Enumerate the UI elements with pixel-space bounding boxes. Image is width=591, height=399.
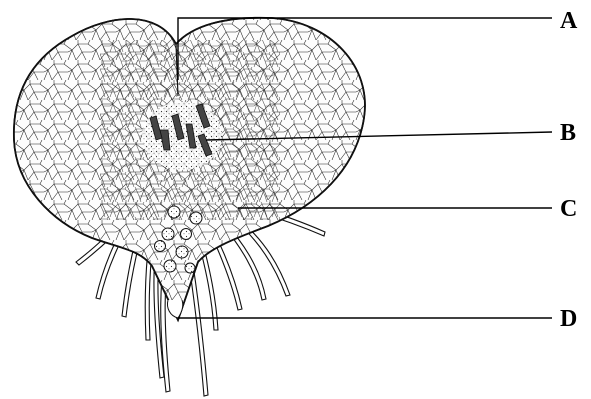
label-d: D <box>560 306 577 332</box>
label-a: A <box>560 8 578 34</box>
label-c: C <box>560 196 577 222</box>
prothallus-body <box>0 0 400 330</box>
label-b: B <box>560 120 576 146</box>
